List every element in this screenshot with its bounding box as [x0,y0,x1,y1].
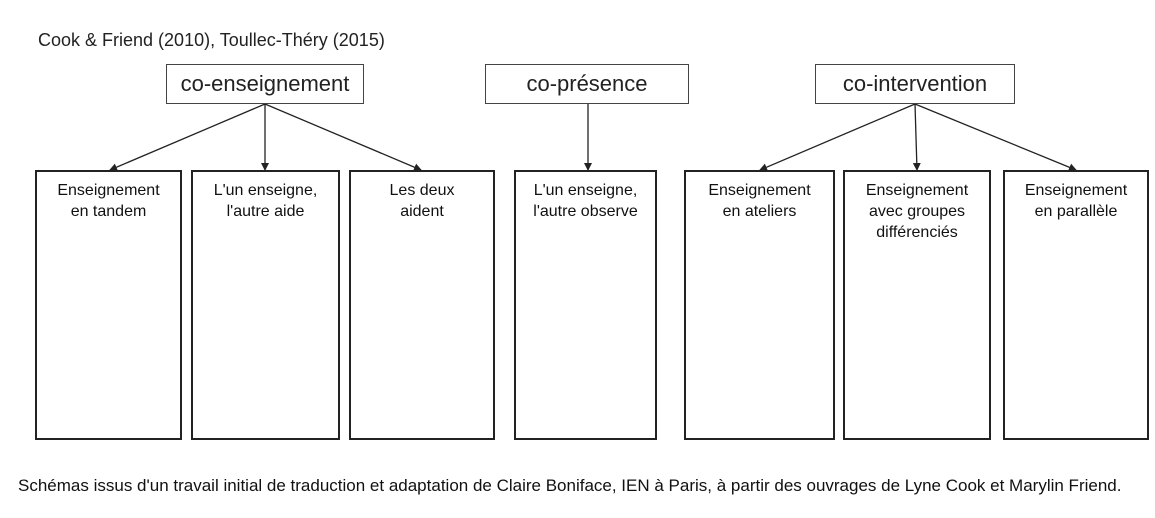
category-co-enseignement: co-enseignement [166,64,364,104]
source-credit: Cook & Friend (2010), Toullec-Théry (201… [38,30,385,50]
panel-title: L'un enseigne,l'autre aide [213,182,318,220]
connector-arrow [914,103,1077,172]
connector-arrow [912,103,921,171]
category-co-presence: co-présence [485,64,689,104]
panel-un-aide: L'un enseigne,l'autre aide [191,170,340,440]
connector-arrow [264,103,422,171]
category-label: co-présence [526,71,648,96]
panel-title: L'un enseigne,l'autre observe [533,182,638,220]
category-label: co-enseignement [180,71,350,96]
category-co-intervention: co-intervention [815,64,1015,104]
caption: Schémas issus d'un travail initial de tr… [18,476,1122,495]
category-label: co-intervention [842,71,988,96]
panel-un-observe: L'un enseigne,l'autre observe [514,170,657,440]
connector-arrow [759,103,916,171]
connector-arrow [109,103,266,171]
